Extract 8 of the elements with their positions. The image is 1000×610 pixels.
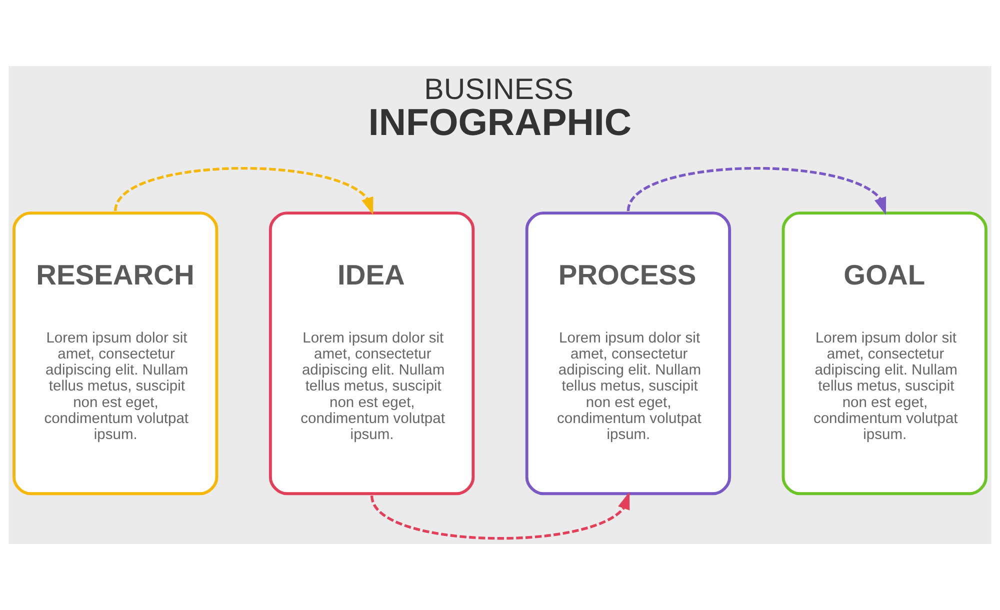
node-box: RESEARCH Lorem ipsum dolor sit amet, consectetur adipiscing elit. Nullam tellus metus, suscipit non est eget, condimentum volutpat ipsum. [12, 212, 218, 496]
node-box: GOAL Lorem ipsum dolor sit amet, consectetur adipiscing elit. Nullam tellus metus, suscipit non est eget, condimentum volutpat ipsum. [782, 212, 988, 496]
arrow [626, 167, 886, 215]
arrow [370, 492, 630, 540]
node-box: PROCESS Lorem ipsum dolor sit amet, consectetur adipiscing elit. Nullam tellus metus, suscipit non est eget, condimentum volutpat ipsum. [525, 212, 732, 496]
node-box: IDEA Lorem ipsum dolor sit amet, consectetur adipiscing elit. Nullam tellus metus, suscipit non est eget, condimentum volutpat ipsum. [268, 212, 475, 496]
arrow [114, 167, 374, 215]
diagram-title: BUSINESS INFOGRAPHIC [368, 73, 632, 144]
